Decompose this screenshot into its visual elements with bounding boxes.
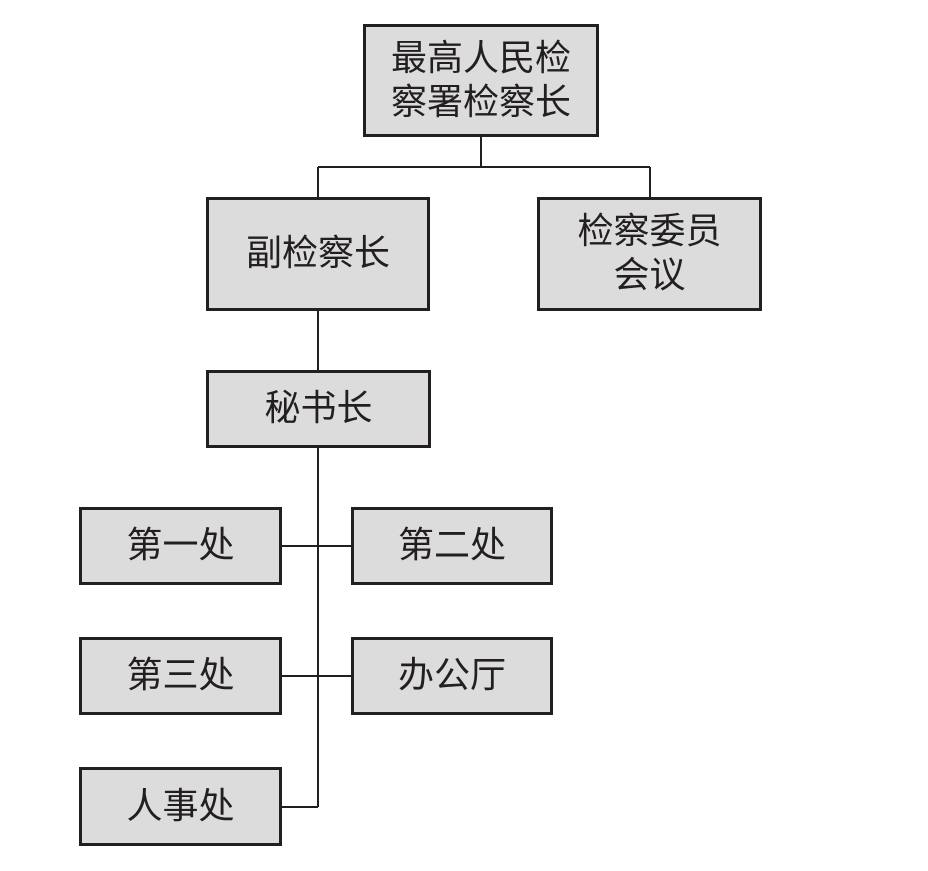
node-dept-2-label: 第二处 bbox=[397, 525, 506, 566]
node-general-office-label: 办公厅 bbox=[397, 655, 506, 696]
node-dept-2: 第二处 bbox=[351, 507, 553, 585]
node-deputy-procurator-label: 副检察长 bbox=[245, 233, 390, 274]
node-dept-3: 第三处 bbox=[79, 637, 282, 715]
node-personnel-dept-label: 人事处 bbox=[126, 785, 235, 827]
node-general-office: 办公厅 bbox=[351, 637, 553, 715]
node-dept-3-label: 第三处 bbox=[126, 655, 235, 696]
node-procuratorial-committee: 检察委员 会议 bbox=[537, 197, 762, 311]
node-personnel-dept: 人事处 bbox=[79, 767, 282, 846]
node-procuratorial-committee-label: 检察委员 会议 bbox=[577, 211, 722, 296]
node-procurator-general-label: 最高人民检 察署检察长 bbox=[390, 37, 571, 123]
node-dept-1: 第一处 bbox=[79, 507, 282, 585]
node-dept-1-label: 第一处 bbox=[126, 525, 235, 566]
node-secretary-general-label: 秘书长 bbox=[264, 388, 373, 429]
node-secretary-general: 秘书长 bbox=[206, 370, 431, 448]
node-procurator-general: 最高人民检 察署检察长 bbox=[363, 24, 599, 137]
node-deputy-procurator: 副检察长 bbox=[206, 197, 430, 311]
